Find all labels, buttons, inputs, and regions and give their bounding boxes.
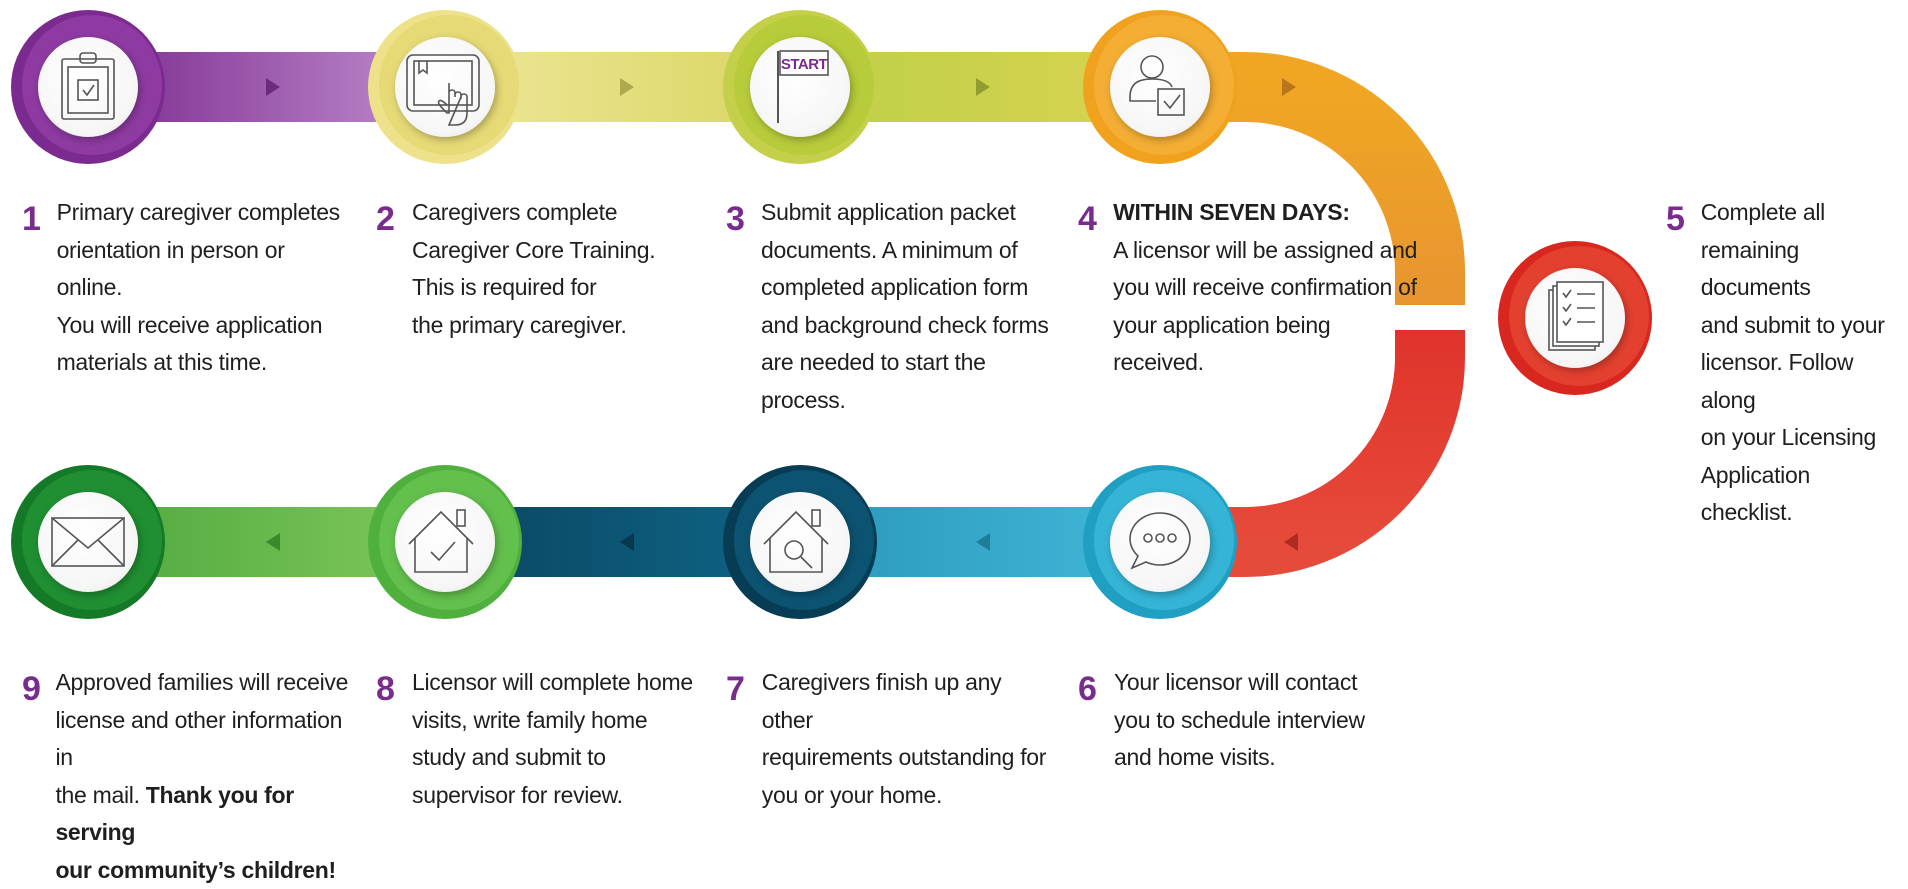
step-text-line: Submit application packet xyxy=(761,194,1066,232)
step-7-text: Caregivers finish up any other requireme… xyxy=(762,664,1056,814)
closing-text: our community’s children! xyxy=(55,852,352,889)
step-9-text: Approved families will receive license a… xyxy=(55,664,352,889)
step-text-line: materials at this time. xyxy=(57,344,342,382)
step-heading: WITHIN SEVEN DAYS: xyxy=(1113,194,1418,232)
step-3-circle xyxy=(723,10,877,164)
step-text-line: are needed to start the process. xyxy=(761,344,1066,419)
step-8: 8 Licensor will complete home visits, wr… xyxy=(376,664,696,814)
step-text-line: A licensor will be assigned and xyxy=(1113,232,1418,270)
step-number: 7 xyxy=(726,672,756,706)
step-text-line: Primary caregiver completes xyxy=(57,194,342,232)
step-8-text: Licensor will complete home visits, writ… xyxy=(412,664,693,814)
step-9-circle xyxy=(11,465,165,619)
step-text-line: you will receive confirmation of xyxy=(1113,269,1418,307)
step-5-text: Complete all remaining documents and sub… xyxy=(1701,194,1906,532)
step-2-circle xyxy=(368,10,522,164)
step-number: 6 xyxy=(1078,672,1108,706)
step-text-line: licensor. Follow along xyxy=(1701,344,1906,419)
step-text-line: This is required for xyxy=(412,269,655,307)
step-text-line: You will receive application xyxy=(57,307,342,345)
step-3-text: Submit application packet documents. A m… xyxy=(761,194,1066,419)
step-3: 3 Submit application packet documents. A… xyxy=(726,194,1066,419)
step-9: 9 Approved families will receive license… xyxy=(22,664,352,889)
step-2-text: Caregivers complete Caregiver Core Train… xyxy=(412,194,655,344)
step-text-line: Your licensor will contact xyxy=(1114,664,1365,702)
step-number: 4 xyxy=(1078,202,1107,236)
step-number: 9 xyxy=(22,672,49,706)
step-text-line: your application being received. xyxy=(1113,307,1418,382)
step-text-line: on your Licensing xyxy=(1701,419,1906,457)
step-text-line: Application checklist. xyxy=(1701,457,1906,532)
step-text-line: Complete all xyxy=(1701,194,1906,232)
step-1-text: Primary caregiver completes orientation … xyxy=(57,194,342,382)
step-7-circle xyxy=(723,465,877,619)
step-8-circle xyxy=(368,465,522,619)
step-7: 7 Caregivers finish up any other require… xyxy=(726,664,1056,814)
step-text-line: you to schedule interview xyxy=(1114,702,1365,740)
step-2: 2 Caregivers complete Caregiver Core Tra… xyxy=(376,194,676,344)
step-text-line: orientation in person or online. xyxy=(57,232,342,307)
step-1-circle xyxy=(11,10,165,164)
step-text-line: and home visits. xyxy=(1114,739,1365,777)
step-number: 8 xyxy=(376,672,406,706)
step-4-circle xyxy=(1083,10,1237,164)
step-text-line: supervisor for review. xyxy=(412,777,693,815)
step-text-line: you or your home. xyxy=(762,777,1056,815)
step-text-line: license and other information in xyxy=(55,702,352,777)
step-text-line: completed application form xyxy=(761,269,1066,307)
step-number: 3 xyxy=(726,202,755,236)
step-text-line: documents. A minimum of xyxy=(761,232,1066,270)
step-text-line: Caregiver Core Training. xyxy=(412,232,655,270)
step-1: 1 Primary caregiver completes orientatio… xyxy=(22,194,342,382)
step-text-line: remaining documents xyxy=(1701,232,1906,307)
step-text-line: Approved families will receive xyxy=(55,664,352,702)
step-6-text: Your licensor will contact you to schedu… xyxy=(1114,664,1365,777)
step-text-fragment: the mail. xyxy=(55,782,145,808)
start-flag-label: START xyxy=(781,56,828,73)
step-number: 5 xyxy=(1666,202,1695,236)
step-4-text: WITHIN SEVEN DAYS: A licensor will be as… xyxy=(1113,194,1418,382)
step-text-line: and submit to your xyxy=(1701,307,1906,345)
step-text-line: study and submit to xyxy=(412,739,693,777)
step-text-line: the primary caregiver. xyxy=(412,307,655,345)
step-text-line: visits, write family home xyxy=(412,702,693,740)
step-text-line: requirements outstanding for xyxy=(762,739,1056,777)
checklist-icon xyxy=(1549,282,1603,350)
step-text-line: and background check forms xyxy=(761,307,1066,345)
step-4: 4 WITHIN SEVEN DAYS: A licensor will be … xyxy=(1078,194,1418,382)
step-number: 2 xyxy=(376,202,406,236)
step-text-line: Caregivers finish up any other xyxy=(762,664,1056,739)
step-text-line: Licensor will complete home xyxy=(412,664,693,702)
step-number: 1 xyxy=(22,202,51,236)
step-text-line: the mail. Thank you for serving xyxy=(55,777,352,852)
step-5: 5 Complete all remaining documents and s… xyxy=(1666,194,1906,532)
step-text-line: Caregivers complete xyxy=(412,194,655,232)
step-6: 6 Your licensor will contact you to sche… xyxy=(1078,664,1398,777)
